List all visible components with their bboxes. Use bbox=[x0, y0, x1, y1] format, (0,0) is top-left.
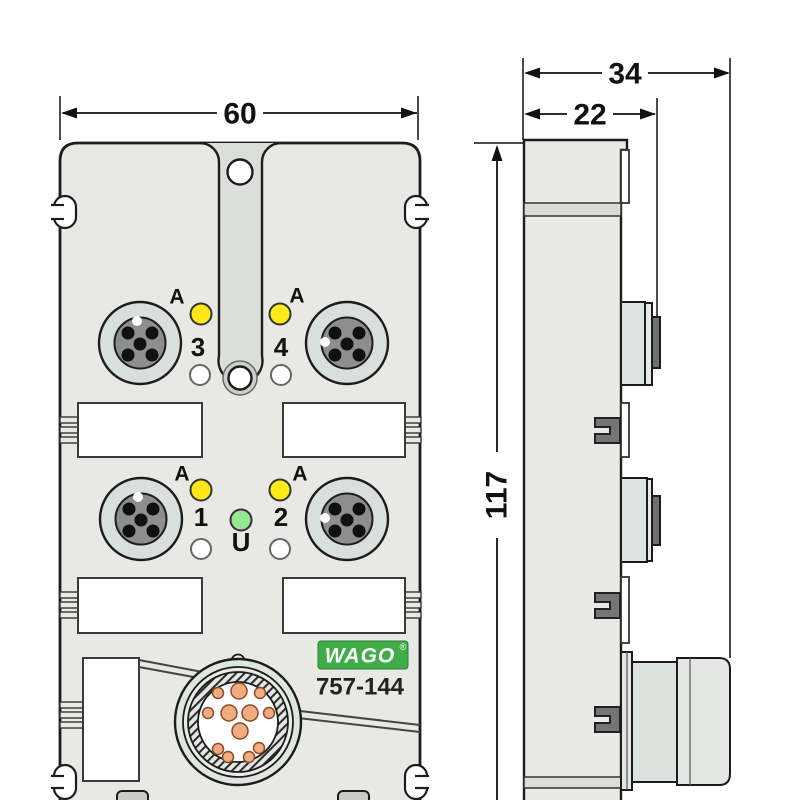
label-plate bbox=[282, 577, 406, 634]
keyhole-slot-top-right bbox=[403, 194, 429, 230]
led-A-port2 bbox=[268, 478, 292, 502]
m12-socket-port-2 bbox=[304, 476, 390, 562]
led-off-port4 bbox=[270, 364, 292, 386]
led-A-port3 bbox=[189, 302, 213, 326]
m12-port-side-lower bbox=[620, 477, 661, 563]
connector-pins bbox=[201, 682, 276, 764]
socket-pins bbox=[328, 326, 366, 362]
keyhole-slots bbox=[51, 194, 429, 800]
mounting-hole-bottom bbox=[227, 365, 253, 391]
led-voltage-U bbox=[229, 508, 253, 532]
mounting-hole-top bbox=[226, 158, 254, 186]
mounting-clips bbox=[594, 417, 621, 733]
side-view bbox=[522, 138, 731, 800]
port-number-3: 3 bbox=[191, 332, 205, 362]
housing-side-outline bbox=[522, 138, 629, 800]
housing-bottom-band bbox=[523, 776, 622, 789]
led-marker-a: A bbox=[289, 285, 304, 308]
led-marker-a: A bbox=[174, 463, 189, 486]
m12-socket-port-3 bbox=[97, 300, 183, 386]
wago-logo-text: WAGO bbox=[325, 645, 396, 668]
registered-mark: ® bbox=[400, 642, 407, 652]
led-A-port1 bbox=[189, 478, 213, 502]
coupling-nut bbox=[676, 657, 731, 786]
mounting-clip bbox=[594, 417, 621, 444]
central-connector-side bbox=[620, 651, 731, 791]
branding: WAGO ® 757-144 bbox=[316, 640, 409, 701]
housing-side bbox=[524, 140, 627, 800]
mounting-clip bbox=[594, 706, 621, 733]
keying-notch bbox=[320, 337, 330, 347]
led-row-2: A A 1 2 U bbox=[174, 463, 308, 560]
label-plates bbox=[77, 402, 406, 782]
keyhole-slot-bottom-left bbox=[51, 763, 78, 800]
label-plate bbox=[77, 577, 203, 634]
label-plate bbox=[77, 402, 203, 458]
dimension-width-label: 60 bbox=[223, 98, 256, 131]
extension-lines bbox=[59, 58, 731, 658]
m12-ports bbox=[97, 300, 390, 562]
knurled-ring bbox=[188, 672, 288, 772]
bottom-cut-features bbox=[116, 790, 370, 800]
front-view: A A 3 4 A A 1 2 U WAGO ® 757-144 bbox=[51, 141, 429, 800]
mounting-strap bbox=[199, 141, 282, 396]
keyhole-slot-bottom-right bbox=[403, 763, 429, 800]
port-number-1: 1 bbox=[194, 502, 208, 532]
led-off-port2 bbox=[269, 538, 291, 560]
keyhole-slot-top-left bbox=[51, 194, 78, 230]
led-marker-a: A bbox=[169, 286, 184, 309]
m12-socket-port-4 bbox=[304, 300, 390, 386]
socket-pins bbox=[328, 502, 366, 538]
m12-port-side-upper bbox=[620, 301, 661, 386]
led-marker-a: A bbox=[292, 463, 307, 486]
keying-notch bbox=[320, 513, 330, 523]
port-number-4: 4 bbox=[274, 332, 289, 362]
socket-pins bbox=[121, 326, 159, 362]
dimension-height-label: 117 bbox=[481, 471, 514, 519]
housing-top-band bbox=[523, 202, 622, 217]
port-number-2: 2 bbox=[274, 502, 288, 532]
mounting-clip bbox=[594, 592, 621, 619]
voltage-label-U: U bbox=[232, 527, 251, 557]
led-A-port4 bbox=[268, 302, 292, 326]
keying-notch bbox=[132, 316, 142, 326]
part-number: 757-144 bbox=[316, 674, 405, 701]
dimension-labels: 60 34 22 117 bbox=[217, 58, 648, 538]
led-off-port1 bbox=[190, 538, 212, 560]
led-row-1: A A 3 4 bbox=[169, 285, 305, 386]
keying-notch bbox=[133, 492, 143, 502]
wago-logo bbox=[317, 640, 409, 670]
central-connector bbox=[173, 653, 303, 787]
label-plate bbox=[282, 402, 406, 458]
dimension-depth-total-label: 34 bbox=[608, 58, 642, 91]
dimension-depth-body-label: 22 bbox=[573, 99, 606, 132]
led-off-port3 bbox=[189, 364, 211, 386]
m12-socket-port-1 bbox=[98, 476, 184, 562]
label-plate bbox=[82, 657, 140, 782]
socket-pins bbox=[122, 502, 160, 538]
